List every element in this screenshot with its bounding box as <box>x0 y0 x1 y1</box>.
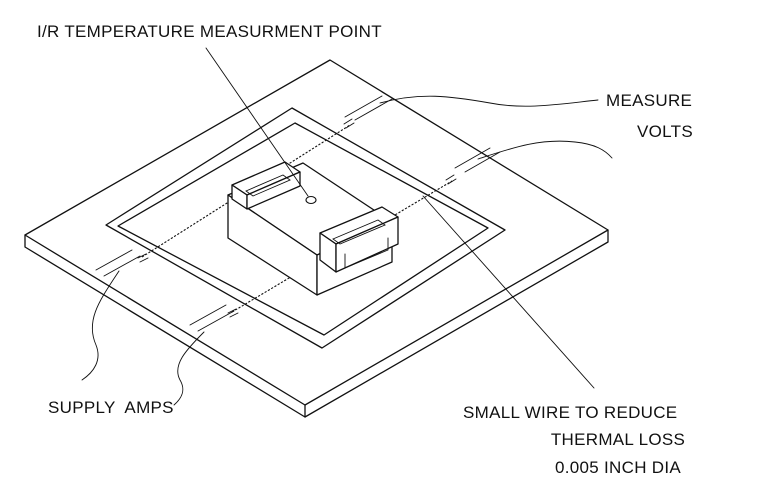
ir-measurement-point <box>305 195 317 205</box>
trace-stubs <box>95 95 501 332</box>
right-terminal-block <box>319 206 399 273</box>
label-measure: MEASURE <box>606 91 692 110</box>
label-ir-point: I/R TEMPERATURE MEASURMENT POINT <box>37 22 382 41</box>
label-volts: VOLTS <box>637 122 693 141</box>
label-thermal-loss: THERMAL LOSS <box>551 430 685 449</box>
label-supply-amps: SUPPLY AMPS <box>48 398 174 417</box>
left-terminal-block <box>231 161 301 210</box>
outer-trace-frame <box>105 107 506 349</box>
leader-lines <box>81 47 613 406</box>
label-wire-dia: 0.005 INCH DIA <box>555 458 681 477</box>
label-small-wire: SMALL WIRE TO REDUCE <box>463 403 677 422</box>
base-plate <box>24 59 609 418</box>
